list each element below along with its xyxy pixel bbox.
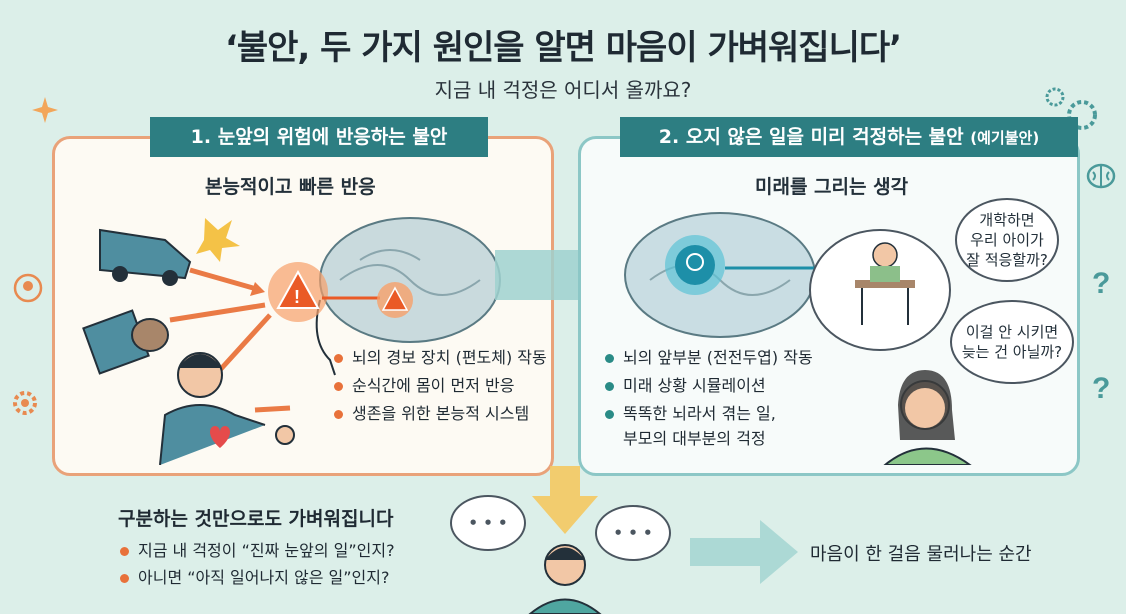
list-item: 미래 상황 시뮬레이션 — [605, 373, 813, 398]
list-item: 아니면 “아직 일어나지 않은 일”인지? — [120, 564, 395, 591]
list-item: 지금 내 걱정이 “진짜 눈앞의 일”인지? — [120, 537, 395, 564]
svg-text:?: ? — [1092, 372, 1110, 404]
head-brain-icon — [13, 273, 43, 303]
brain-icon — [1086, 163, 1116, 189]
ribbon-note: (예기불안) — [970, 129, 1040, 147]
list-item: 생존을 위한 본능적 시스템 — [334, 401, 547, 426]
bottom-title: 구분하는 것만으로도 가벼워집니다 — [118, 508, 394, 530]
calm-person-illustration — [528, 544, 602, 614]
list-item: 순식간에 몸이 먼저 반응 — [334, 373, 547, 398]
ellipsis-text: • • • — [613, 524, 653, 542]
question-icon: ? — [1092, 372, 1110, 404]
instant-anxiety-illustration: ! — [82, 217, 501, 465]
ellipsis-text: • • • — [468, 514, 508, 532]
instant-anxiety-bullets: 뇌의 경보 장치 (편도체) 작동 순식간에 몸이 먼저 반응 생존을 위한 본… — [334, 345, 547, 426]
question-icon: ? — [1092, 267, 1110, 299]
heart-icon — [210, 426, 230, 448]
ribbon-label: 2. 오지 않은 일을 미리 걱정하는 불안 — [658, 126, 964, 148]
sparkle-icon — [32, 97, 58, 123]
rock-icon — [131, 318, 169, 352]
instant-anxiety-heading: 본능적이고 빠른 반응 — [205, 176, 376, 198]
right-arrow-icon — [690, 520, 798, 584]
list-item-continuation: 부모의 대부분의 걱정 — [623, 429, 766, 448]
list-item: 똑똑한 뇌라서 겪는 일, — [605, 401, 813, 426]
ellipsis-bubble-right: • • • — [595, 505, 671, 561]
down-arrow-icon — [532, 466, 598, 534]
thought-text-2: 이걸 안 시키면 늦는 건 아닐까? — [961, 323, 1063, 361]
anticipatory-anxiety-ribbon: 2. 오지 않은 일을 미리 걱정하는 불안 (예기불안) — [620, 117, 1078, 157]
instant-anxiety-ribbon: 1. 눈앞의 위험에 반응하는 불안 — [150, 117, 488, 157]
warning-icon — [381, 286, 409, 311]
page-title: ‘불안, 두 가지 원인을 알면 마음이 가벼워집니다’ — [224, 28, 902, 68]
thought-bubble-2: 이걸 안 시키면 늦는 건 아닐까? — [950, 300, 1074, 384]
gear-icon — [13, 391, 37, 415]
conclusion-text: 마음이 한 걸음 물러나는 순간 — [810, 544, 1032, 565]
list-item: 뇌의 앞부분 (전전두엽) 작동 — [605, 345, 813, 370]
bottom-bullets: 지금 내 걱정이 “진짜 눈앞의 일”인지? 아니면 “아직 일어나지 않은 일… — [120, 537, 395, 591]
gear-icon — [1045, 87, 1097, 130]
ellipsis-bubble-left: • • • — [450, 495, 526, 551]
page-subtitle: 지금 내 걱정은 어디서 올까요? — [434, 78, 692, 102]
car-icon — [99, 228, 192, 286]
anticipatory-anxiety-illustration — [624, 212, 972, 465]
svg-text:!: ! — [294, 287, 300, 307]
thought-bubble-1: 개학하면 우리 아이가 잘 적응할까? — [955, 198, 1059, 282]
thought-text-1: 개학하면 우리 아이가 잘 적응할까? — [966, 211, 1048, 269]
svg-text:?: ? — [1092, 267, 1110, 299]
list-item: 뇌의 경보 장치 (편도체) 작동 — [334, 345, 547, 370]
anticipatory-anxiety-bullets: 뇌의 앞부분 (전전두엽) 작동 미래 상황 시뮬레이션 똑똑한 뇌라서 겪는 … — [605, 345, 813, 451]
warning-icon — [276, 269, 320, 309]
anticipatory-anxiety-heading: 미래를 그리는 생각 — [755, 176, 909, 198]
